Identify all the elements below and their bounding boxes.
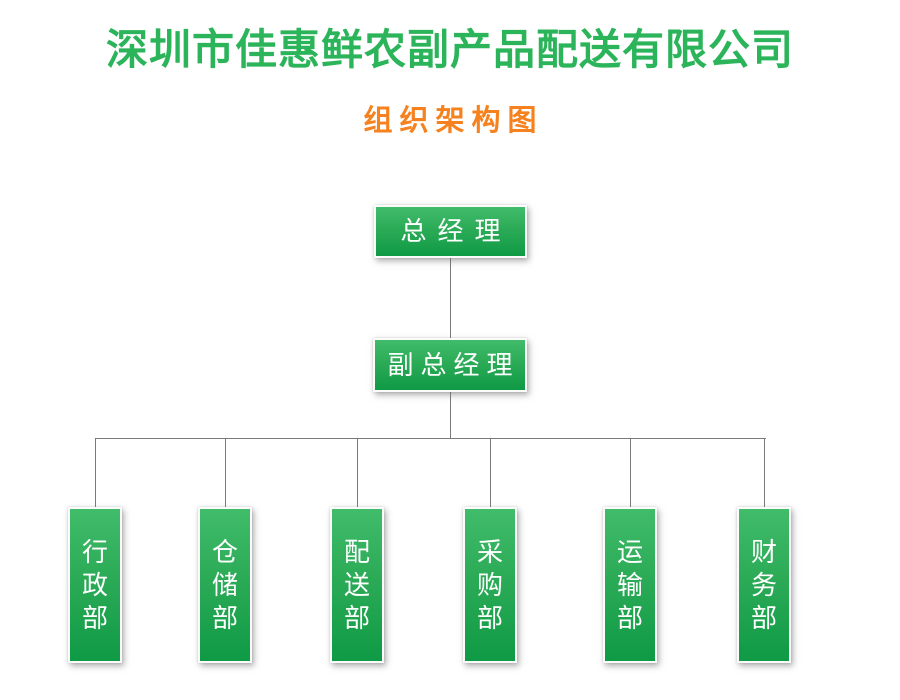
connector-deputy-to-bus	[450, 392, 451, 438]
node-department-finance: 财务部	[737, 507, 791, 663]
company-title: 深圳市佳惠鲜农副产品配送有限公司	[105, 26, 794, 73]
connector-drop-transport	[630, 438, 631, 507]
node-department-purchasing: 采购部	[463, 507, 517, 663]
node-department-transport: 运输部	[603, 507, 657, 663]
node-deputy-general-manager: 副总经理	[373, 338, 527, 392]
connector-drop-finance	[764, 438, 765, 507]
chart-subtitle: 组织架构图	[363, 105, 544, 137]
node-general-manager: 总经理	[374, 205, 527, 258]
connector-horizontal-bus	[96, 438, 766, 439]
connector-drop-warehouse	[225, 438, 226, 507]
connector-drop-admin	[95, 438, 96, 507]
node-department-delivery: 配送部	[330, 507, 384, 663]
connector-drop-purchasing	[490, 438, 491, 507]
node-department-admin: 行政部	[68, 507, 122, 663]
node-department-warehouse: 仓储部	[198, 507, 252, 663]
connector-gm-to-deputy	[450, 258, 451, 338]
connector-drop-delivery	[357, 438, 358, 507]
